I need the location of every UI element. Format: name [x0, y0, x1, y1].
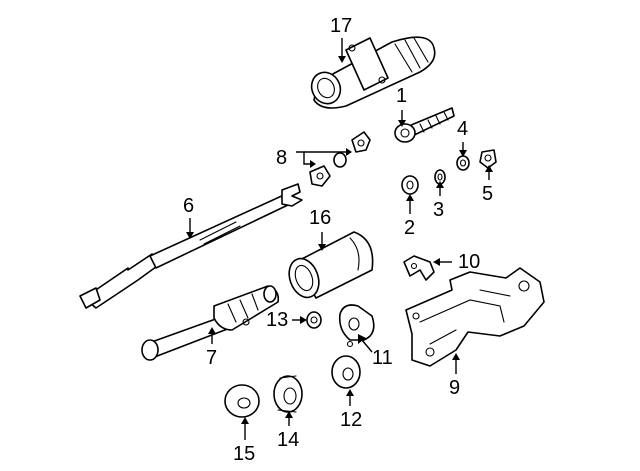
part-5-nut [479, 149, 497, 169]
part-12-ring [331, 355, 361, 389]
callout-8: 8 [276, 147, 288, 169]
callout-17: 17 [330, 15, 353, 37]
part-2-bushing [401, 175, 419, 195]
part-17-boot [310, 36, 436, 109]
callout-9: 9 [449, 377, 461, 399]
part-15-washer [224, 384, 260, 418]
callout-13: 13 [266, 309, 289, 331]
part-3-washer [434, 169, 446, 185]
part-14-flanged-ring [273, 375, 303, 413]
callout-3: 3 [433, 199, 445, 221]
part-1-shaft [394, 107, 455, 143]
callout-4: 4 [457, 118, 469, 140]
callout-6: 6 [183, 195, 195, 217]
callout-14: 14 [277, 429, 300, 451]
callout-10: 10 [458, 251, 481, 273]
callout-7: 7 [206, 347, 218, 369]
part-6-upper-shaft [79, 183, 303, 309]
part-16-housing [288, 231, 374, 299]
part-13-nut [306, 311, 322, 329]
part-9-column-housing [405, 267, 545, 367]
part-7-intermediate-shaft [141, 285, 280, 361]
part-8-fittings [309, 131, 371, 187]
part-11-sensor-ring [338, 304, 375, 348]
leader-lines [186, 38, 493, 440]
callout-15: 15 [233, 443, 256, 465]
callout-5: 5 [482, 183, 494, 205]
callout-2: 2 [404, 217, 416, 239]
part-4-washer [456, 155, 470, 171]
callout-11: 11 [372, 347, 393, 369]
callout-12: 12 [340, 409, 363, 431]
callout-1: 1 [396, 85, 408, 107]
callout-16: 16 [309, 207, 332, 229]
part-10-bracket [403, 255, 435, 281]
